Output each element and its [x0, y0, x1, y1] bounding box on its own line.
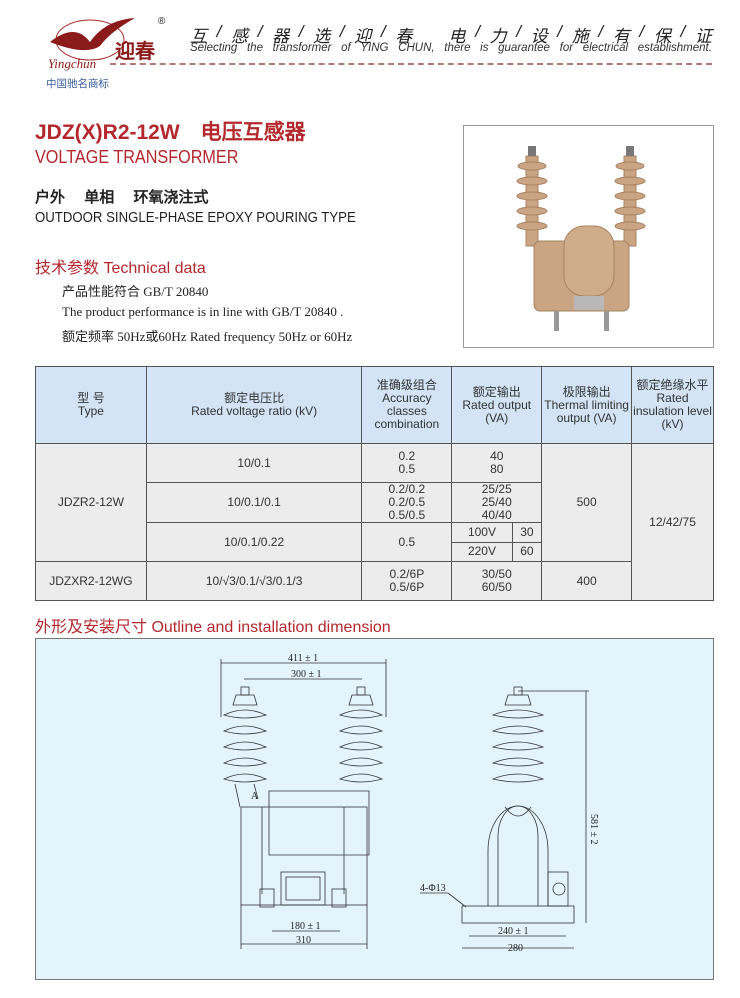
slogan-char: /	[257, 22, 263, 41]
slogan-word: of	[341, 42, 351, 54]
cell-thermal: 500	[541, 443, 633, 562]
header-divider	[110, 63, 712, 65]
slogan-char: 力	[489, 27, 507, 46]
svg-text:Yingchun: Yingchun	[48, 56, 96, 71]
slogan-word: guarantee	[498, 42, 550, 54]
outline-heading: 外形及安装尺寸 Outline and installation dimensi…	[35, 619, 391, 636]
slogan-char: 保	[653, 27, 671, 46]
slogan-char: 迎	[354, 27, 372, 46]
cell-ratio: 10/0.1/0.22	[145, 522, 363, 562]
slogan-word: the	[246, 42, 263, 54]
slogan-char: /	[298, 22, 304, 41]
slogan-word: CHUN,	[398, 42, 435, 54]
cell-type: JDZXR2-12WG	[35, 561, 147, 601]
slogan-char: /	[380, 22, 386, 41]
dim-height: 581 ± 2	[588, 814, 599, 845]
dim-side-base: 280	[508, 943, 523, 954]
product-type-cn: 户外 单相 环氧浇注式	[35, 188, 209, 206]
slogan-word: YING	[360, 42, 389, 54]
cell-ratio: 10/0.1/0.1	[145, 482, 363, 523]
dim-base-width: 310	[296, 935, 311, 946]
slogan-word: there	[444, 42, 471, 54]
cell-thermal: 400	[541, 561, 633, 601]
slogan-char: 电	[448, 27, 466, 46]
output-30: 30	[512, 523, 542, 543]
slogan-char: /	[216, 22, 222, 41]
slogan-word: transformer	[272, 42, 332, 54]
slogan-chinese: 互 / 感 / 器 / 选 / 迎 / 春 电 / 力 / 设 / 施 / 有 / 保 / 证	[190, 22, 712, 47]
svg-text:迎春: 迎春	[115, 39, 156, 63]
tech-line: 产品性能符合 GB/T 20840	[62, 284, 209, 299]
cell-ratio: 10/√3/0.1/√3/0.1/3	[145, 561, 363, 601]
slogan-word: establishment.	[637, 42, 712, 54]
dim-bushing-spacing: 300 ± 1	[291, 669, 322, 680]
slogan-char: /	[557, 22, 563, 41]
product-type-en: OUTDOOR SINGLE-PHASE EPOXY POURING TYPE	[35, 209, 356, 226]
slogan-char: 施	[571, 27, 589, 46]
slogan-char: 春	[395, 27, 413, 46]
voltage-100v: 100V	[452, 523, 513, 543]
product-subtitle: VOLTAGE TRANSFORMER	[35, 147, 239, 167]
product-title: JDZ(X)R2-12W 电压互感器	[35, 121, 306, 144]
output-60: 60	[512, 542, 542, 561]
slogan-char: 选	[313, 27, 331, 46]
slogan-char: 互	[190, 27, 207, 46]
dim-hole: 4-Φ13	[420, 883, 446, 894]
cell-insulation: 12/42/75	[631, 443, 714, 601]
slogan-char: 感	[231, 27, 249, 46]
slogan-char: 器	[272, 27, 290, 46]
brand-logo: 迎春 Yingchun	[30, 12, 160, 74]
tech-line: 额定频率 50Hz或60Hz Rated frequency 50Hz or 6…	[62, 329, 353, 344]
trademark-label: 中国驰名商标	[46, 78, 109, 90]
slogan-char: 设	[530, 27, 548, 46]
cell-ratio: 10/0.1	[145, 443, 363, 483]
slogan-char: /	[598, 22, 604, 41]
voltage-220v: 220V	[452, 542, 513, 561]
dim-overall-width: 411 ± 1	[288, 653, 318, 664]
slogan-char: 有	[612, 27, 630, 46]
slogan-char: /	[680, 22, 686, 41]
slogan-word: Selecting	[190, 42, 238, 54]
tech-line: The product performance is in line with …	[62, 304, 344, 319]
slogan-word: electrical	[582, 42, 629, 54]
slogan-word: is	[480, 42, 489, 54]
cell-accuracy: 0.5	[361, 522, 453, 562]
dim-mount-spacing: 180 ± 1	[290, 921, 321, 932]
outline-drawing: 411 ± 1 300 ± 1 A 180 ± 1 310 581 ± 2 4-…	[35, 638, 714, 980]
slogan-char: /	[339, 22, 345, 41]
slogan-word: for	[559, 42, 574, 54]
technical-heading: 技术参数 Technical data	[35, 260, 206, 277]
slogan-char: /	[516, 22, 521, 41]
registered-mark: ®	[158, 16, 166, 27]
slogan-char: /	[475, 22, 480, 41]
slogan-char: /	[639, 22, 645, 41]
cell-type: JDZR2-12W	[35, 443, 147, 562]
dim-side-mount: 240 ± 1	[498, 926, 529, 937]
slogan-char: 证	[694, 27, 712, 46]
mark-a: A	[251, 791, 259, 802]
product-photo	[463, 125, 714, 348]
